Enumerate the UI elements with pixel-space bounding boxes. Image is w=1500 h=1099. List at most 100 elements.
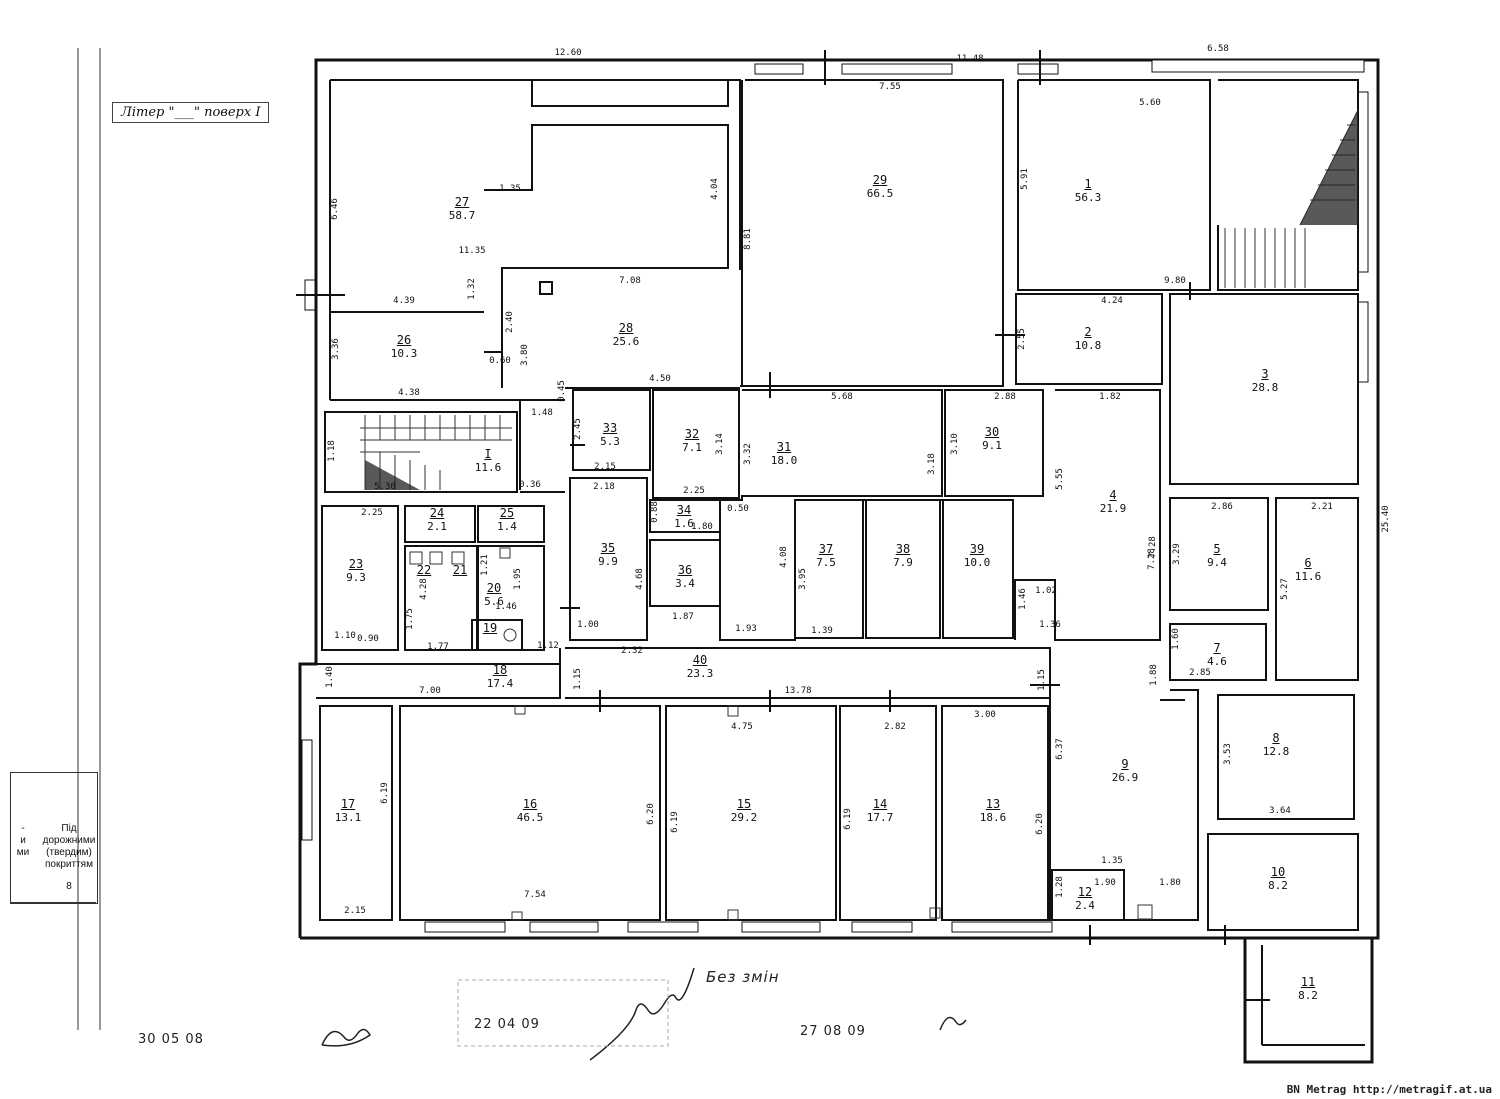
room-number: 38 [895, 542, 911, 556]
room-number: 35 [600, 541, 616, 555]
room-number: 13 [985, 797, 1001, 811]
room-area: 1.4 [497, 520, 517, 533]
dimension-label: 6.46 [330, 198, 340, 220]
room-number: 40 [692, 653, 708, 667]
dimension-label: 3.29 [1172, 543, 1182, 565]
dimension-label: 11.48 [956, 54, 984, 64]
dimension-label: 3.10 [950, 433, 960, 455]
dimension-label: 1.46 [495, 602, 517, 612]
dimension-label: 25.40 [1381, 505, 1391, 533]
room-area: 11.6 [474, 461, 502, 474]
dimension-label: 1.40 [325, 666, 335, 688]
room-number: 23 [348, 557, 364, 571]
dimension-label: 1.18 [327, 440, 337, 462]
dimension-label: 3.80 [520, 344, 530, 366]
dimension-label: 1.82 [1099, 392, 1121, 402]
room-number: 12 [1077, 885, 1093, 899]
dimension-label: 2.15 [594, 462, 616, 472]
dimension-label: 0.60 [489, 356, 511, 366]
dimension-label: 1.00 [577, 620, 599, 630]
room-number: 24 [429, 506, 445, 520]
side-table-header: Під дорожними (твердим) покриттям [42, 823, 96, 870]
room-area: 7.1 [682, 441, 702, 454]
dimension-label: 0.50 [727, 504, 749, 514]
dimension-label: 0.90 [357, 634, 379, 644]
dimension-label: 7.08 [619, 276, 641, 286]
room-area: 8.2 [1298, 989, 1318, 1002]
dimension-label: 0.36 [519, 480, 541, 490]
room-area: 46.5 [516, 811, 544, 824]
dimension-label: 2.55 [1017, 328, 1027, 350]
dimension-label: 5.68 [831, 392, 853, 402]
room-number: 6 [1304, 556, 1312, 570]
dimension-label: 6.19 [843, 808, 853, 830]
dimension-label: 2.82 [884, 722, 906, 732]
room-number: 18 [492, 663, 508, 677]
room-area: 13.1 [334, 811, 362, 824]
dimension-label: 3.14 [715, 433, 725, 455]
dimension-label: 6.37 [1055, 738, 1065, 760]
dimension-label: 1.95 [513, 568, 523, 590]
room-area: 17.7 [866, 811, 894, 824]
date-1: 30 05 08 [138, 1032, 204, 1047]
room-number: 32 [684, 427, 700, 441]
dimension-label: 1.75 [405, 608, 415, 630]
date-3: 27 08 09 [800, 1024, 866, 1039]
room-number: 14 [872, 797, 888, 811]
dimension-label: 3.18 [927, 453, 937, 475]
dimension-label: 4.04 [710, 178, 720, 200]
dimension-label: 6.20 [646, 803, 656, 825]
dimension-label: 1.60 [1171, 628, 1181, 650]
room-number: 20 [486, 581, 502, 595]
dimension-label: 2.25 [361, 508, 383, 518]
room-area: 21.9 [1099, 502, 1127, 515]
dimension-label: 2.40 [505, 311, 515, 333]
side-table-fragment: и [20, 835, 26, 846]
room-area: 3.4 [675, 577, 695, 590]
dimension-label: 1.80 [691, 522, 713, 532]
room-number: 17 [340, 797, 356, 811]
room-number: 19 [482, 621, 498, 635]
room-number: 22 [416, 563, 432, 577]
dimension-label: 4.50 [649, 374, 671, 384]
dimension-label: 3.00 [974, 710, 996, 720]
dimension-label: 3.64 [1269, 806, 1291, 816]
dimension-label: 8.81 [743, 228, 753, 250]
room-number: 10 [1270, 865, 1286, 879]
room-number: 5 [1213, 542, 1221, 556]
room-number: 26 [396, 333, 412, 347]
dimension-label: 2.86 [1211, 502, 1233, 512]
room-number: 3 [1261, 367, 1269, 381]
dimension-label: 1.77 [427, 642, 449, 652]
dimension-label: 1.80 [1159, 878, 1181, 888]
side-table-fragment: ми [16, 847, 30, 858]
dimension-label: 3.53 [1223, 743, 1233, 765]
room-area: 28.8 [1251, 381, 1279, 394]
watermark: BN Metrag http://metragif.at.ua [1286, 1083, 1492, 1096]
outer-wall [298, 58, 1380, 940]
dimension-label: 11.35 [458, 246, 486, 256]
room-area: 7.5 [816, 556, 836, 569]
dimension-label: 1.10 [334, 631, 356, 641]
room-area: 4.6 [1207, 655, 1227, 668]
side-table-value: 8 [66, 881, 72, 892]
dimension-label: 5.27 [1280, 578, 1290, 600]
room-area: 2.4 [1075, 899, 1095, 912]
